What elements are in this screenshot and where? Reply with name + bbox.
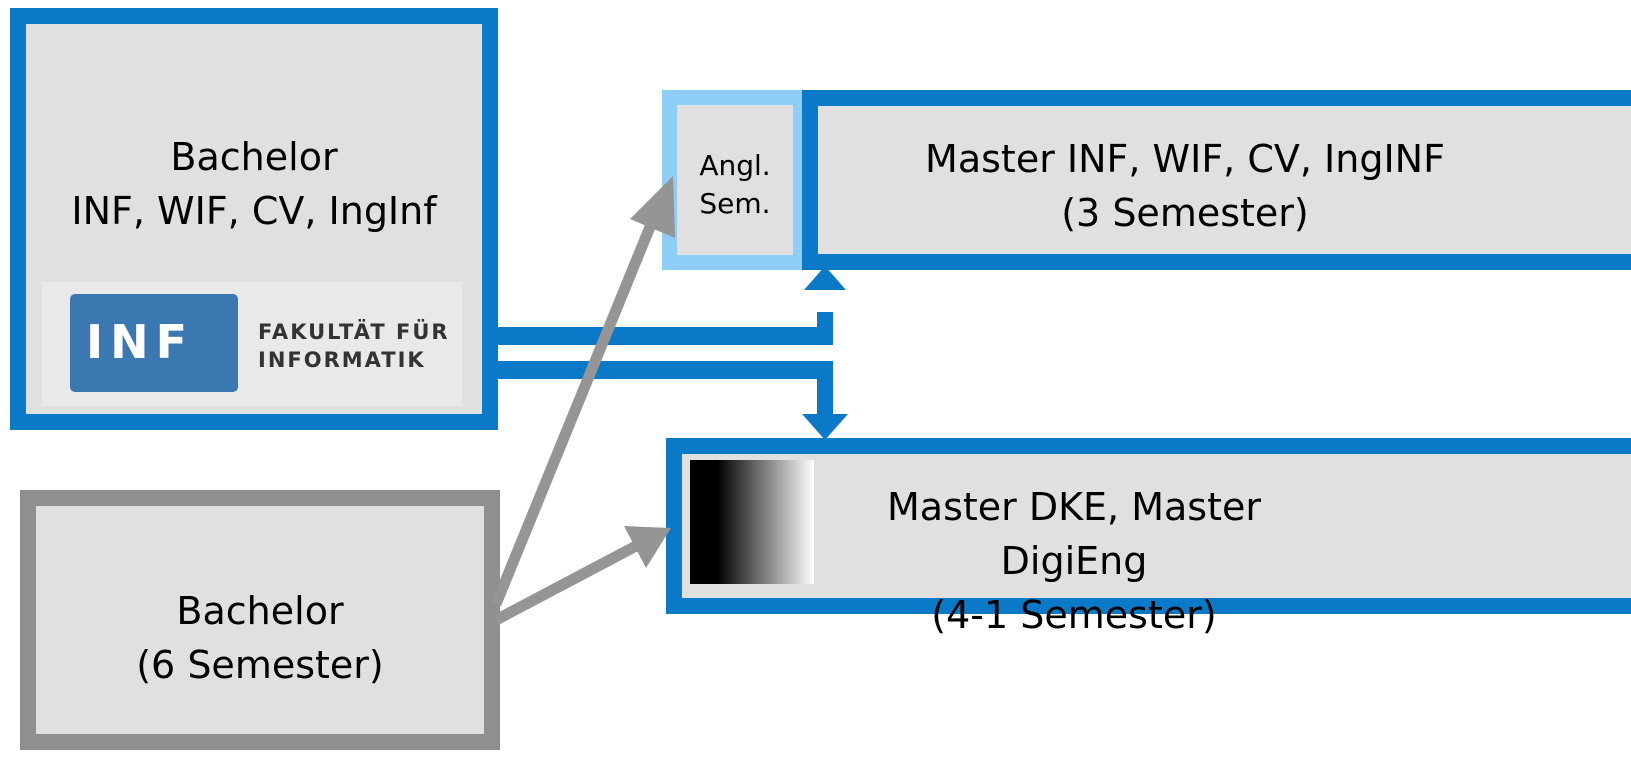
gray-arrow-to-angl-sem — [490, 176, 675, 607]
master-dke-box: Master DKE, Master DigiEng (4-1 Semester… — [666, 438, 1631, 637]
inf-logo-text: INF — [86, 315, 195, 369]
gradient-block — [690, 460, 814, 584]
arrowhead-gray-icon — [624, 526, 671, 568]
bachelor-other-title: Bachelor — [176, 589, 344, 633]
angl-sem-line1: Angl. — [699, 149, 771, 182]
bachelor-other-box: Bachelor (6 Semester) — [20, 490, 500, 750]
master-dke-title: Master DKE, Master DigiEng — [887, 485, 1261, 583]
master-dke-duration: (4-1 Semester) — [931, 593, 1217, 637]
blue-connector-to-master-inf — [498, 266, 846, 345]
bachelor-other-label: Bachelor (6 Semester) — [36, 584, 484, 692]
master-inf-title: Master INF, WIF, CV, IngINF — [925, 137, 1445, 181]
angl-sem-box: Angl. Sem. — [662, 90, 808, 270]
bachelor-inf-box: Bachelor INF, WIF, CV, IngInf INF FAKULT… — [10, 8, 498, 430]
master-inf-duration: (3 Semester) — [1061, 191, 1309, 235]
inf-logo-mark: INF — [70, 294, 238, 392]
bachelor-inf-title: Bachelor — [170, 135, 338, 179]
master-inf-label: Master INF, WIF, CV, IngINF (3 Semester) — [818, 132, 1552, 240]
gray-arrow-to-master-dke — [493, 526, 671, 625]
arrowhead-down-icon — [802, 414, 848, 440]
angl-sem-label: Angl. Sem. — [677, 147, 793, 223]
arrowhead-gray-icon — [630, 176, 675, 238]
faculty-name-line2: INFORMATIK — [258, 348, 426, 372]
blue-connector-to-master-dke — [498, 361, 848, 440]
faculty-name: FAKULTÄT FÜR INFORMATIK — [258, 318, 450, 374]
faculty-logo: INF FAKULTÄT FÜR INFORMATIK — [42, 282, 462, 406]
arrowhead-up-icon — [804, 266, 846, 290]
faculty-name-line1: FAKULTÄT FÜR — [258, 320, 450, 344]
angl-sem-line2: Sem. — [699, 187, 771, 220]
bachelor-other-duration: (6 Semester) — [136, 643, 384, 687]
master-dke-label: Master DKE, Master DigiEng (4-1 Semester… — [812, 480, 1336, 642]
bachelor-inf-label: Bachelor INF, WIF, CV, IngInf — [26, 130, 482, 238]
bachelor-inf-programs: INF, WIF, CV, IngInf — [71, 189, 437, 233]
master-inf-box: Master INF, WIF, CV, IngINF (3 Semester) — [802, 90, 1631, 270]
